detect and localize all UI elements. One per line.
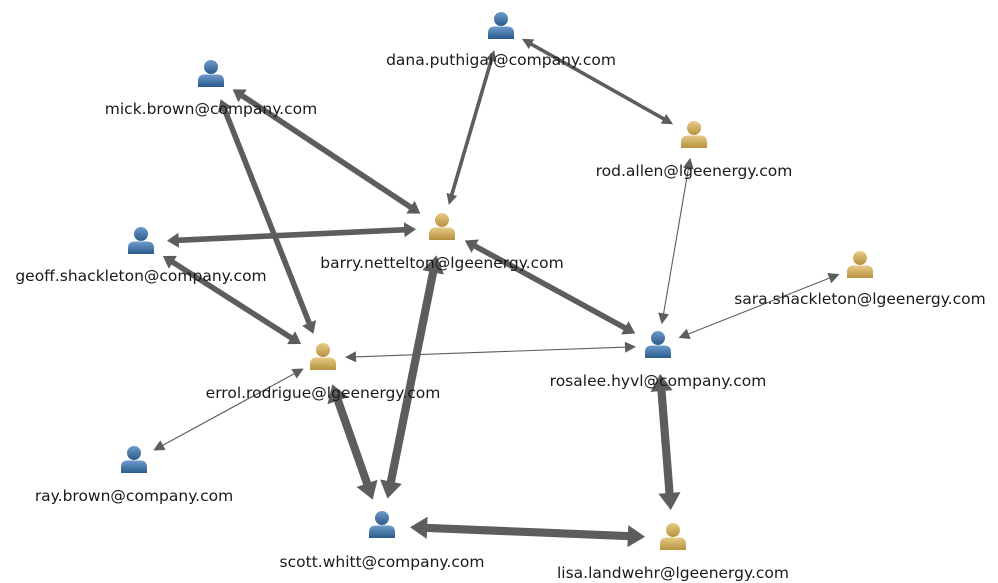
edge-arrowhead [521, 38, 535, 49]
person-icon [645, 331, 671, 358]
node-label-scott: scott.whitt@company.com [280, 553, 485, 571]
edge-shaft [354, 346, 627, 358]
edge-arrowhead [356, 479, 378, 500]
edge-shaft [176, 226, 407, 244]
edge-barry-rosalee [464, 239, 636, 335]
node-label-lisa: lisa.landwehr@lgeenergy.com [557, 564, 789, 582]
edge-scott-lisa [410, 516, 645, 548]
edge-ray-errol [153, 368, 304, 451]
edge-arrowhead [660, 114, 674, 125]
edge-arrowhead [624, 341, 636, 353]
edge-shaft [239, 92, 414, 211]
edge-arrowhead [621, 321, 636, 335]
edge-arrowhead [217, 99, 232, 113]
edge-shaft [221, 107, 313, 326]
node-lisa[interactable] [660, 523, 686, 550]
edge-arrowhead [827, 273, 840, 284]
node-label-barry: barry.nettelton@lgeenergy.com [320, 254, 563, 272]
edge-arrowhead [403, 222, 416, 238]
person-icon [369, 511, 395, 538]
edges-layer [153, 38, 840, 548]
edge-arrowhead [291, 368, 304, 379]
node-scott[interactable] [369, 511, 395, 538]
edge-shaft [386, 268, 438, 486]
node-errol[interactable] [310, 343, 336, 370]
person-icon [660, 523, 686, 550]
edge-shaft [333, 396, 372, 488]
edge-arrowhead [162, 255, 177, 269]
node-mick[interactable] [198, 60, 224, 87]
edge-geoff-errol [162, 255, 302, 345]
node-label-geoff: geoff.shackleton@company.com [15, 267, 266, 285]
edge-dana-rod [521, 38, 674, 125]
edge-arrowhead [302, 320, 317, 334]
person-icon [429, 213, 455, 240]
node-label-rosalee: rosalee.hyvl@company.com [550, 372, 767, 390]
nodes-layer [121, 12, 873, 550]
edge-mick-barry [232, 89, 421, 214]
edge-arrowhead [167, 232, 180, 248]
person-icon [121, 446, 147, 473]
edge-mick-errol [217, 99, 317, 334]
edge-shaft [529, 41, 666, 122]
edge-arrowhead [627, 525, 645, 548]
edge-arrowhead [485, 50, 497, 63]
edge-rosalee-lisa [650, 373, 681, 511]
person-icon [847, 251, 873, 278]
edge-barry-scott [380, 255, 444, 499]
edge-arrowhead [446, 192, 458, 205]
node-label-ray: ray.brown@company.com [35, 487, 233, 505]
node-rod[interactable] [681, 121, 707, 148]
node-label-mick: mick.brown@company.com [105, 100, 317, 118]
edge-errol-scott [327, 384, 378, 500]
edge-arrowhead [422, 255, 444, 275]
node-label-sara: sara.shackleton@lgeenergy.com [734, 290, 986, 308]
node-label-errol: errol.rodrigue@lgeenergy.com [206, 384, 441, 402]
labels-layer: dana.puthigai@company.com mick.brown@comp… [15, 51, 985, 582]
node-ray[interactable] [121, 446, 147, 473]
edge-arrowhead [153, 440, 166, 451]
person-icon [310, 343, 336, 370]
edge-arrowhead [410, 516, 428, 539]
edge-arrowhead [658, 312, 669, 325]
node-sara[interactable] [847, 251, 873, 278]
edge-shaft [161, 372, 296, 447]
edge-errol-rosalee [345, 341, 636, 363]
edge-shaft [424, 523, 631, 541]
edge-arrowhead [380, 479, 402, 499]
edge-dana-barry [446, 50, 497, 205]
edge-shaft [449, 58, 494, 197]
edge-shaft [472, 242, 628, 332]
edge-arrowhead [678, 328, 691, 339]
person-icon [488, 12, 514, 39]
edge-arrowhead [464, 239, 479, 253]
node-barry[interactable] [429, 213, 455, 240]
node-rosalee[interactable] [645, 331, 671, 358]
edge-rod-rosalee [658, 157, 694, 325]
node-label-rod: rod.allen@lgeenergy.com [596, 162, 793, 180]
edge-arrowhead [345, 351, 357, 363]
edge-arrowhead [650, 373, 673, 392]
person-icon [128, 227, 154, 254]
edge-arrowhead [232, 89, 247, 103]
edge-shaft [169, 258, 295, 342]
person-icon [198, 60, 224, 87]
edge-arrowhead [658, 492, 681, 511]
edge-shaft [686, 276, 832, 336]
node-label-dana: dana.puthigai@company.com [386, 51, 616, 69]
edge-arrowhead [327, 384, 349, 405]
edge-arrowhead [683, 157, 694, 170]
person-icon [681, 121, 707, 148]
node-geoff[interactable] [128, 227, 154, 254]
edge-shaft [662, 166, 690, 316]
edge-shaft [657, 388, 674, 496]
edge-arrowhead [406, 200, 421, 214]
edge-arrowhead [287, 331, 302, 345]
edge-rosalee-sara [678, 273, 840, 339]
node-dana[interactable] [488, 12, 514, 39]
edge-geoff-barry [167, 222, 416, 248]
